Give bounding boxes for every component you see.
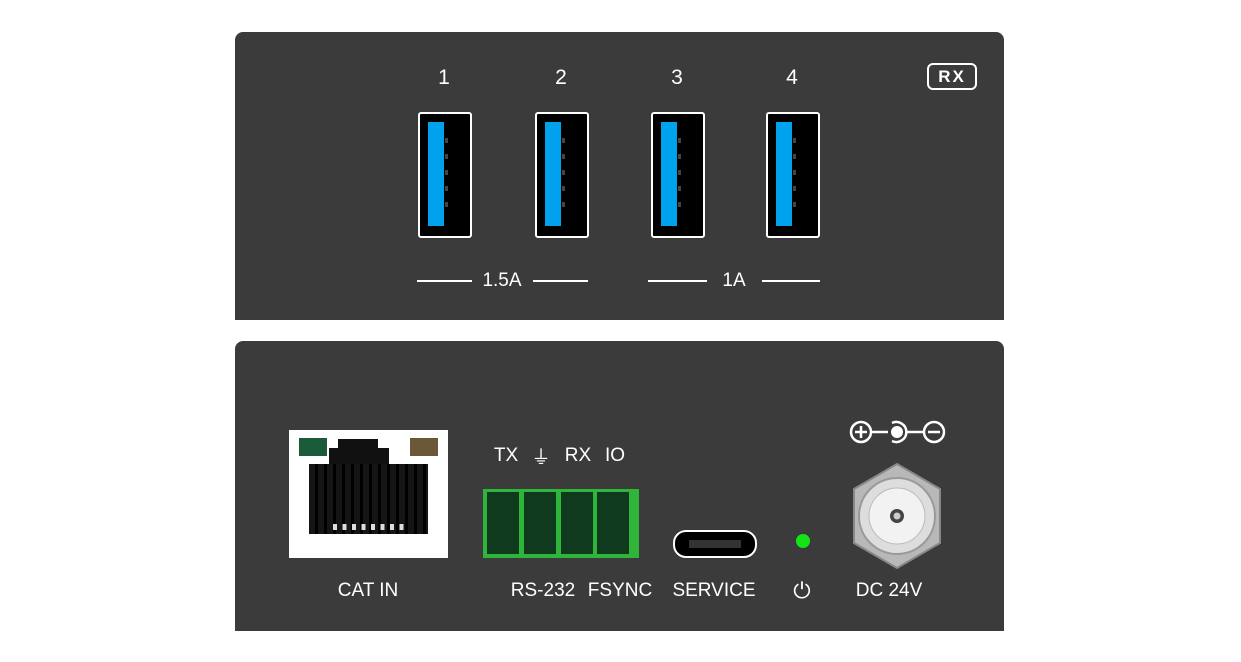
usb-port-number: 2: [555, 66, 567, 89]
cat-in-label: CAT IN: [337, 580, 399, 601]
usb-port-number: 4: [786, 66, 798, 89]
dc-polarity-icon: [849, 420, 946, 444]
usb-port-number: 1: [438, 66, 450, 89]
usb-port-number: 3: [671, 66, 683, 89]
service-label: SERVICE: [672, 580, 756, 601]
rs232-label: RS-232: [510, 580, 576, 601]
usb-a-port-3[interactable]: [651, 112, 705, 238]
pin-label-io: IO: [604, 445, 626, 466]
terminal-block-connector[interactable]: [483, 489, 639, 558]
divider: [533, 280, 588, 282]
link-led-icon: [299, 438, 327, 456]
activity-led-icon: [410, 438, 438, 456]
divider: [417, 280, 472, 282]
rx-badge: RX: [927, 63, 977, 90]
usb-a-port-4[interactable]: [766, 112, 820, 238]
divider: [762, 280, 820, 282]
pin-label-rx: RX: [564, 445, 592, 466]
current-label-1a: 1A: [722, 270, 746, 291]
power-led: [796, 534, 810, 548]
power-icon: ⏻: [793, 578, 811, 603]
usb-a-port-1[interactable]: [418, 112, 472, 238]
current-label-1-5a: 1.5A: [482, 270, 522, 291]
rj45-port[interactable]: [289, 430, 448, 558]
fsync-label: FSYNC: [587, 580, 653, 601]
dc-24v-label: DC 24V: [855, 580, 923, 601]
pin-label-tx: TX: [493, 445, 519, 466]
dc-power-jack[interactable]: [852, 462, 942, 570]
usb-c-service-port[interactable]: [673, 530, 757, 558]
rx-top-panel: [235, 32, 1004, 320]
usb-a-port-2[interactable]: [535, 112, 589, 238]
divider: [648, 280, 707, 282]
ground-icon: ⏚: [531, 447, 551, 469]
